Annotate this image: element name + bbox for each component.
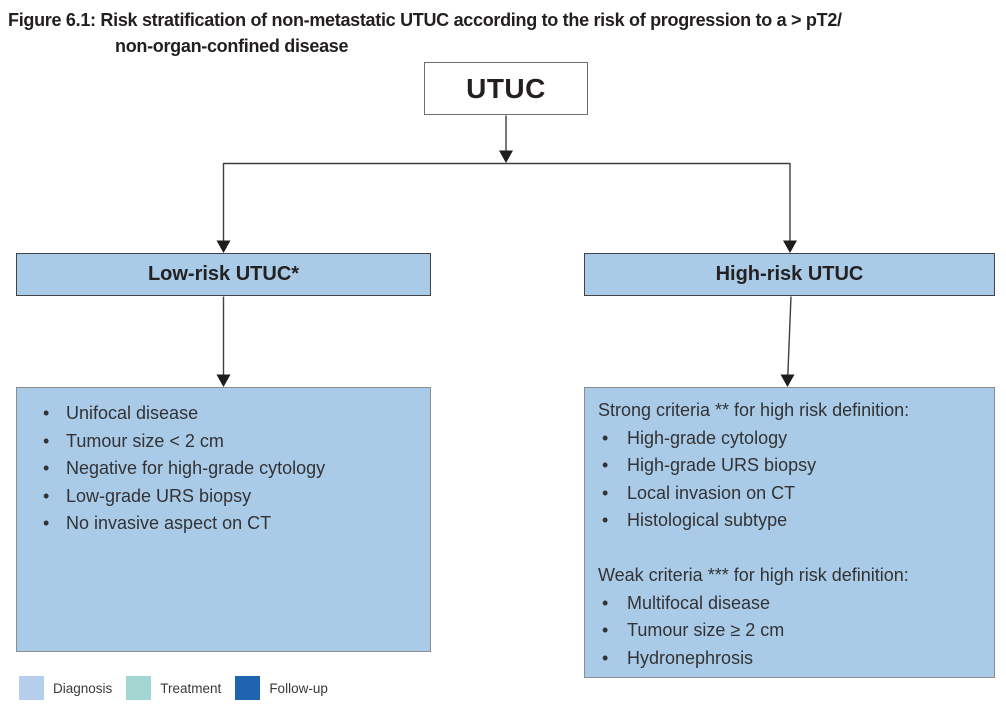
- follow-up-swatch-icon: [235, 676, 261, 700]
- connector-high-header-to-detail: [780, 296, 795, 387]
- node-low-risk-label: Low-risk UTUC*: [147, 263, 300, 285]
- strong-criteria-heading: Strong criteria ** for high risk definit…: [598, 400, 910, 420]
- list-item: Negative for high-grade cytology: [43, 455, 422, 483]
- list-item: High-grade URS biopsy: [602, 452, 988, 480]
- list-item: Tumour size < 2 cm: [43, 428, 422, 456]
- list-item: Hydronephrosis: [602, 645, 988, 673]
- list-item-text: Tumour size < 2 cm: [66, 430, 224, 451]
- figure-title-line1: Figure 6.1: Risk stratification of non-m…: [8, 10, 842, 30]
- list-item-text: High-grade URS biopsy: [627, 455, 817, 475]
- list-item-text: Histological subtype: [627, 510, 788, 530]
- arrowhead-icon: [780, 374, 795, 387]
- list-item: No invasive aspect on CT: [43, 510, 422, 538]
- list-item: Tumour size ≥ 2 cm: [602, 617, 988, 645]
- weak-criteria-heading: Weak criteria *** for high risk definiti…: [598, 565, 909, 585]
- list-item-text: Local invasion on CT: [627, 482, 796, 503]
- list-item: Histological subtype: [602, 507, 988, 535]
- list-item: Unifocal disease: [43, 400, 422, 428]
- arrowhead-icon: [216, 240, 231, 253]
- connector-low-header-to-detail: [216, 296, 231, 387]
- legend-item-treatment: Treatment: [126, 676, 221, 700]
- connector-split-to-low: [216, 163, 231, 253]
- legend-item-diagnosis: Diagnosis: [19, 676, 112, 700]
- list-item: Local invasion on CT: [602, 480, 988, 508]
- list-item-text: Multifocal disease: [627, 592, 771, 613]
- list-item-text: Unifocal disease: [66, 403, 199, 423]
- list-item: Multifocal disease: [602, 590, 988, 618]
- node-utuc: UTUC: [424, 62, 588, 115]
- connector-split-to-high: [783, 163, 797, 253]
- treatment-swatch-icon: [126, 676, 152, 700]
- node-low-risk-header: Low-risk UTUC*: [16, 253, 431, 296]
- node-utuc-label: UTUC: [466, 72, 546, 104]
- list-item: Low-grade URS biopsy: [43, 483, 422, 511]
- list-item-text: No invasive aspect on CT: [66, 513, 272, 533]
- legend-item-follow-up: Follow-up: [235, 676, 328, 700]
- figure-title-line2: non-organ-confined disease: [115, 36, 349, 56]
- list-item-text: High-grade cytology: [627, 427, 788, 448]
- section-gap: [598, 535, 988, 563]
- list-item-text: Hydronephrosis: [627, 647, 754, 668]
- legend-label: Follow-up: [269, 680, 328, 696]
- arrowhead-icon: [216, 374, 231, 387]
- node-high-risk-criteria: Strong criteria ** for high risk definit…: [584, 387, 995, 678]
- list-item-text: Negative for high-grade cytology: [66, 458, 326, 478]
- figure-title: Figure 6.1: Risk stratification of non-m…: [8, 7, 1003, 59]
- list-item-text: Tumour size ≥ 2 cm: [627, 620, 785, 640]
- connector-root-to-split: [499, 115, 513, 163]
- legend-label: Diagnosis: [53, 680, 113, 696]
- list-item-text: Low-grade URS biopsy: [66, 485, 252, 506]
- diagnosis-swatch-icon: [19, 676, 44, 700]
- legend-label: Treatment: [160, 680, 222, 696]
- arrowhead-icon: [499, 150, 513, 163]
- legend: Diagnosis Treatment Follow-up: [19, 676, 342, 700]
- node-high-risk-label: High-risk UTUC: [715, 263, 864, 285]
- node-low-risk-criteria: Unifocal disease Tumour size < 2 cm Nega…: [16, 387, 431, 652]
- list-item: High-grade cytology: [602, 425, 988, 453]
- node-high-risk-header: High-risk UTUC: [584, 253, 995, 296]
- arrowhead-icon: [783, 240, 797, 253]
